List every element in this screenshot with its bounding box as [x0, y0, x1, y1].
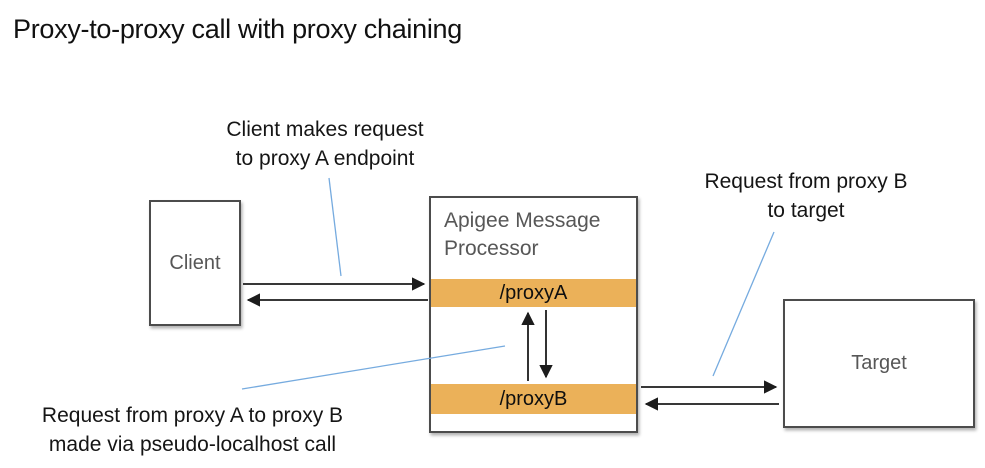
client-node: Client [149, 200, 241, 326]
proxya-endpoint-label: /proxyA [499, 281, 568, 304]
annotation-proxya-to-proxyb-line1: Request from proxy A to proxy B [41, 404, 344, 427]
target-node: Target [783, 299, 975, 428]
annotation-proxya-to-proxyb: Request from proxy A to proxy B made via… [15, 401, 370, 459]
client-node-label: Client [169, 251, 221, 274]
annotation-client-request-line1: Client makes request [226, 118, 424, 141]
proxya-endpoint-bar: /proxyA [431, 279, 636, 307]
diagram-title: Proxy-to-proxy call with proxy chaining [13, 14, 462, 44]
leader-line-client-request [328, 177, 342, 277]
proxyb-endpoint-label: /proxyB [499, 387, 568, 410]
annotation-client-request-line2: to proxy A endpoint [235, 147, 415, 170]
message-processor-node: Apigee Message Processor /proxyA /proxyB [429, 196, 638, 433]
proxyb-endpoint-bar: /proxyB [431, 384, 636, 414]
annotation-proxya-to-proxyb-line2: made via pseudo-localhost call [48, 433, 337, 456]
leader-line-proxyb-to-target [712, 231, 775, 377]
annotation-proxyb-to-target-line1: Request from proxy B [704, 170, 908, 193]
message-processor-title: Apigee Message Processor [444, 209, 601, 260]
annotation-proxyb-to-target-line2: to target [767, 199, 845, 222]
annotation-client-request: Client makes request to proxy A endpoint [175, 115, 475, 173]
target-node-label: Target [851, 352, 907, 374]
annotation-proxyb-to-target: Request from proxy B to target [656, 167, 956, 225]
